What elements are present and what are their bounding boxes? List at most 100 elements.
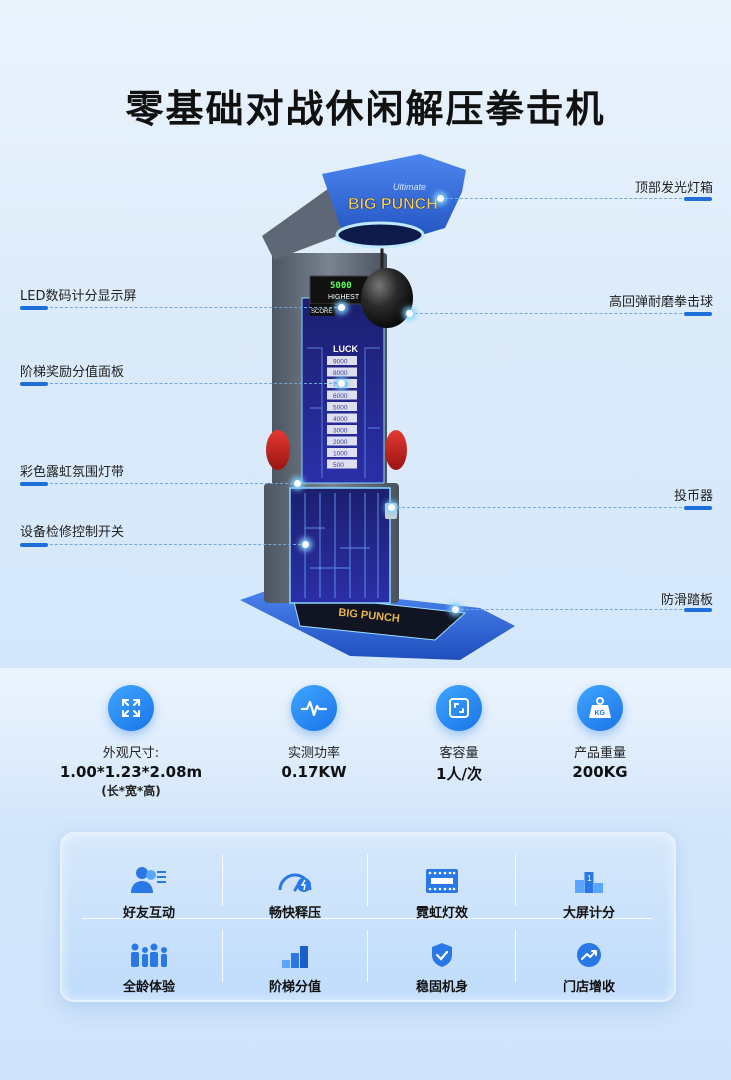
spec-value: 0.17KW xyxy=(281,763,347,781)
shield-check-icon xyxy=(367,934,517,968)
ladder-value: 8000 xyxy=(333,370,348,377)
ladder-value: 6000 xyxy=(333,393,348,400)
pill-pedal xyxy=(684,608,712,612)
pill-service-switch xyxy=(20,543,48,547)
dot-punch-ball xyxy=(406,310,413,317)
ladder-cell xyxy=(327,413,357,423)
page-title: 零基础对战休闲解压拳击机 xyxy=(125,87,606,131)
score-display-value: 5000 xyxy=(330,281,352,291)
feature-stable: 稳固机身 xyxy=(367,934,517,995)
punch-ball xyxy=(361,268,413,328)
feature-relief: 畅快释压 xyxy=(220,860,370,921)
feature-label: 好友互动 xyxy=(122,906,175,921)
feature-friends: 好友互动 xyxy=(74,860,224,921)
feature-label: 门店增收 xyxy=(562,980,615,995)
dot-score-ladder xyxy=(338,380,345,387)
pill-score-ladder xyxy=(20,382,48,386)
ladder-cell xyxy=(327,436,357,446)
feature-label: 大屏计分 xyxy=(562,906,615,921)
ladder-cell xyxy=(327,459,357,469)
dot-service-switch xyxy=(302,541,309,548)
dot-coin-slot xyxy=(388,504,395,511)
score-display xyxy=(309,275,369,305)
svg-text:1: 1 xyxy=(587,874,592,883)
expand-arrows-icon xyxy=(108,685,154,731)
podium-icon: 1 xyxy=(514,860,664,894)
ladder-value: 9000 xyxy=(333,359,348,366)
ladder-cell xyxy=(327,425,357,434)
leader-pedal xyxy=(456,609,712,610)
friends-icon xyxy=(74,860,224,894)
glove-right xyxy=(385,430,407,470)
feature-label: 畅快释压 xyxy=(268,906,321,921)
lower-panel xyxy=(289,487,391,604)
family-icon xyxy=(74,934,224,968)
callout-punch-ball: 高回弹耐磨拳击球 xyxy=(608,295,713,310)
ladder-value: 4000 xyxy=(333,416,348,423)
ladder-cell xyxy=(327,367,357,377)
score-label: SCORE xyxy=(311,309,332,315)
spec-power: 实测功率 0.17KW xyxy=(239,685,389,781)
callout-led-display: LED数码计分显示屏 xyxy=(20,289,137,304)
dot-led-display xyxy=(338,304,345,311)
pill-neon-light xyxy=(20,482,48,486)
feature-scoreboard: 1 大屏计分 xyxy=(514,860,664,921)
pill-coin-slot xyxy=(684,506,712,510)
ladder-cell xyxy=(327,402,357,411)
neon-board-icon xyxy=(367,860,517,894)
ladder-cell xyxy=(327,356,357,365)
spec-capacity: 客容量 1人/次 xyxy=(384,685,534,784)
feature-all-ages: 全龄体验 xyxy=(74,934,224,995)
pill-punch-ball xyxy=(684,312,712,316)
growth-icon xyxy=(514,934,664,968)
ladder-cell xyxy=(327,448,357,457)
brand-line2: BIG PUNCH xyxy=(348,196,438,213)
feature-neon: 霓虹灯效 xyxy=(367,860,517,921)
luck-label: LUCK xyxy=(333,344,358,354)
spec-label: 实测功率 xyxy=(287,746,340,761)
leader-led-display xyxy=(20,307,342,308)
brand-line1: Ultimate xyxy=(393,182,426,192)
leader-coin-slot xyxy=(392,507,712,508)
dot-neon-light xyxy=(294,480,301,487)
leader-neon-light xyxy=(20,483,298,484)
leader-score-ladder xyxy=(20,383,342,384)
stairs-icon xyxy=(220,934,370,968)
ladder-list: 900080007000600050004000300020001000500 xyxy=(327,356,357,469)
callout-score-ladder: 阶梯奖励分值面板 xyxy=(20,365,125,380)
ladder-value: 500 xyxy=(333,462,344,469)
spec-value: 1.00*1.23*2.08m xyxy=(59,763,203,781)
callout-pedal: 防滑踏板 xyxy=(660,593,713,608)
feature-score-tiers: 阶梯分值 xyxy=(220,934,370,995)
leader-lightbox xyxy=(440,198,712,199)
square-frame-icon xyxy=(436,685,482,731)
ladder-cell xyxy=(327,390,357,400)
pedal-mat xyxy=(291,593,467,641)
speedometer-icon xyxy=(220,860,370,894)
dot-pedal xyxy=(452,606,459,613)
feature-label: 霓虹灯效 xyxy=(415,906,468,921)
spec-label: 外观尺寸: xyxy=(102,746,160,761)
spec-dimensions: 外观尺寸: 1.00*1.23*2.08m (长*宽*高) xyxy=(56,685,206,799)
leader-service-switch xyxy=(20,544,306,545)
spec-value: 200KG xyxy=(572,763,628,781)
features-panel: 好友互动 畅快释压 霓虹灯效 xyxy=(60,832,676,1002)
glove-left xyxy=(266,430,290,470)
callout-neon-light: 彩色露虹氛围灯带 xyxy=(20,465,125,480)
ladder-value: 5000 xyxy=(333,405,348,412)
feature-revenue: 门店增收 xyxy=(514,934,664,995)
callout-lightbox: 顶部发光灯箱 xyxy=(634,181,713,196)
ladder-value: 1000 xyxy=(333,451,348,458)
highest-label: HIGHEST xyxy=(328,294,360,301)
pulse-wave-icon xyxy=(291,685,337,731)
svg-text:KG: KG xyxy=(595,710,606,717)
pill-lightbox xyxy=(684,197,712,201)
spec-note: (长*宽*高) xyxy=(101,784,161,798)
feature-label: 阶梯分值 xyxy=(268,980,321,995)
ladder-value: 2000 xyxy=(333,439,348,446)
spec-label: 产品重量 xyxy=(573,746,626,761)
spec-weight: KG 产品重量 200KG xyxy=(525,685,675,781)
dot-lightbox xyxy=(437,195,444,202)
pill-led-display xyxy=(20,306,48,310)
callout-coin-slot: 投币器 xyxy=(673,489,713,504)
